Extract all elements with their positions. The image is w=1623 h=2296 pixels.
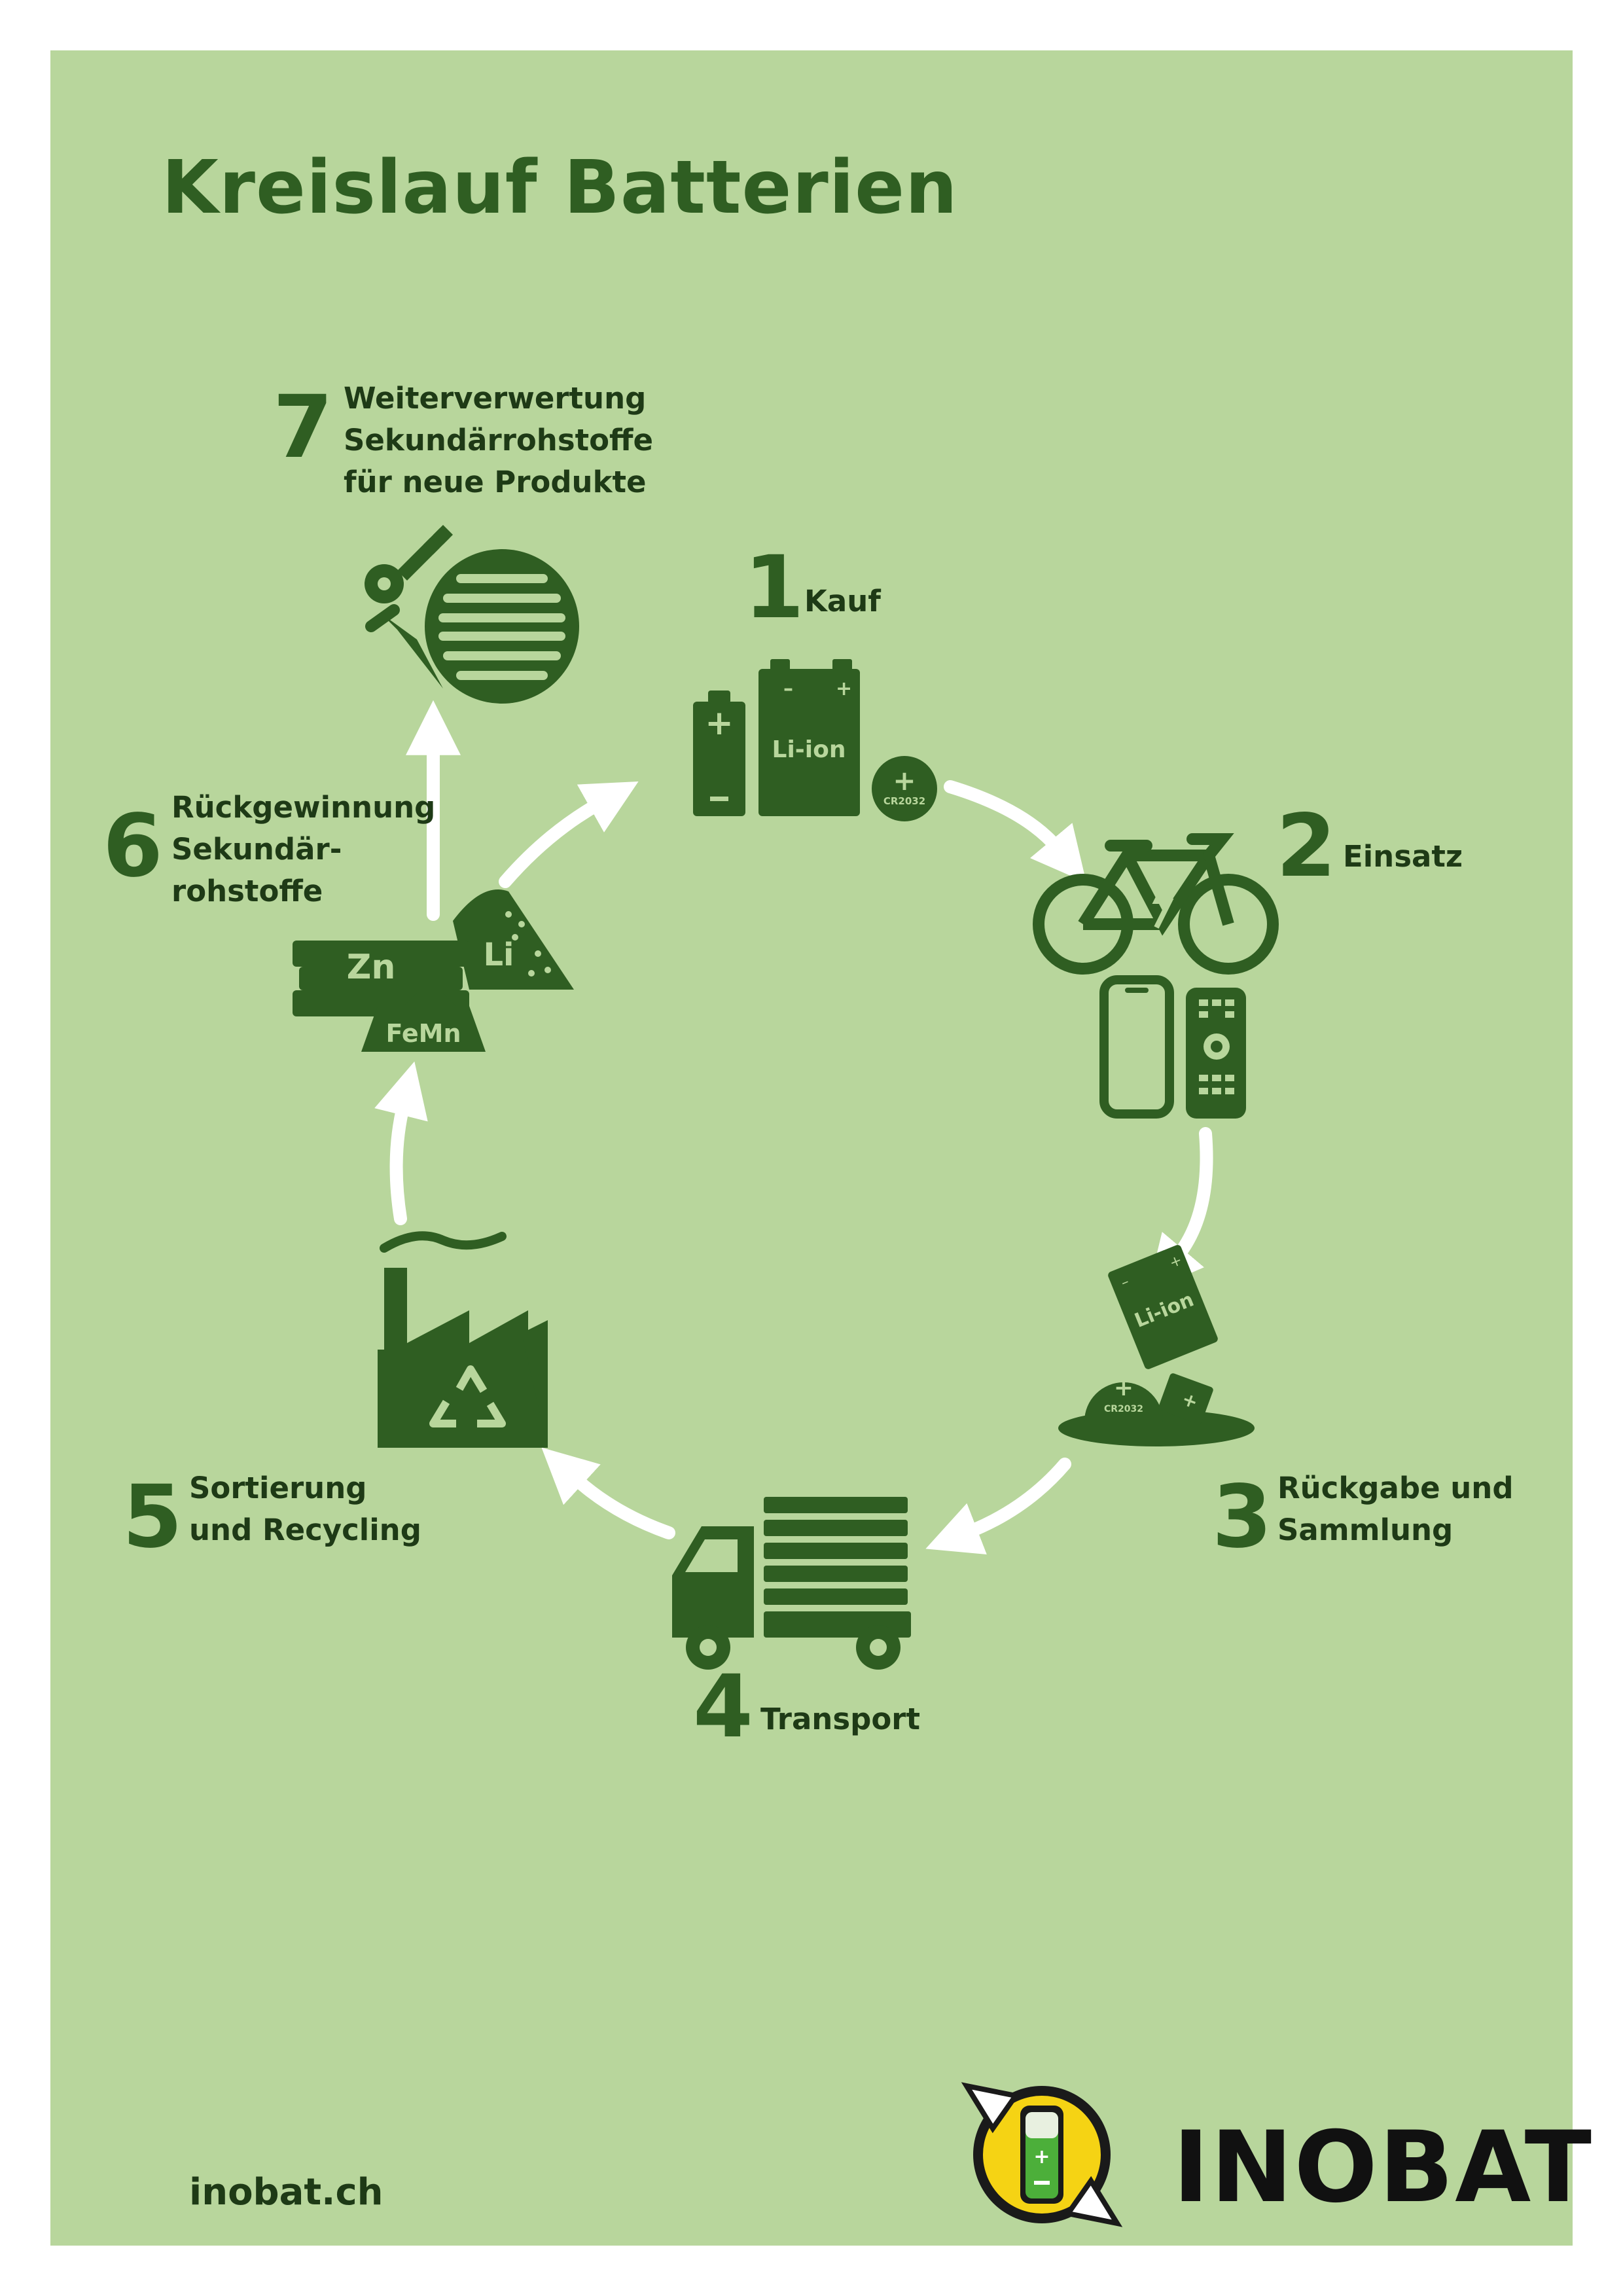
factory-icon [378,1231,548,1448]
step-4-number: 4 [693,1657,753,1757]
step-2-label: Einsatz [1343,836,1463,878]
arrow-4-5 [541,1447,675,1539]
svg-text:+: + [893,764,916,797]
step-5-label-line: Sortierung [189,1471,367,1505]
step-5-number: 5 [122,1467,183,1568]
ingot-icon: Li Zn FeMn [293,889,574,1052]
step-7-label-line: Weiterverwertung [344,381,647,416]
diagram-artwork: + – + Li-ion + CR2032 [293,525,1279,2227]
arrow-6-1 [499,781,639,888]
step-6-label-line: Sekundär- [171,832,342,867]
brand-name: INOBAT [1173,2111,1593,2225]
step-7-number: 7 [273,377,333,478]
svg-text:Li: Li [483,937,514,973]
step-7-label-line: Sekundärrohstoffe [344,423,654,457]
poster: + – + Li-ion + CR2032 [50,50,1592,2246]
svg-text:–: – [783,677,793,700]
svg-text:Li-ion: Li-ion [772,736,846,763]
arrow-3-4 [925,1458,1071,1555]
battery-icon: + – + Li-ion + CR2032 [693,659,937,821]
step-1-number: 1 [744,537,804,638]
step-2-number: 2 [1276,796,1336,897]
step-6-number: 6 [103,796,163,897]
bicycle-icon [1033,833,1279,975]
step-4-label: Transport [760,1698,920,1740]
screw-icon [365,604,443,689]
collection-icon: Li-ion – + + CR2032 + [1058,1245,1255,1446]
arrow-2-3 [1147,1127,1213,1292]
remote-icon [1186,988,1246,1119]
step-1-label: Kauf [804,581,881,622]
step-3-label: Rückgabe und Sammlung [1277,1467,1514,1551]
arrow-1-2 [944,780,1087,883]
svg-text:FeMn: FeMn [385,1019,461,1048]
step-6-label: Rückgewinnung Sekundär- rohstoffe [171,787,435,912]
cycle-arrows [374,700,1213,1555]
step-3-label-line: Sammlung [1277,1513,1454,1547]
truck-icon [672,1497,911,1670]
step-1-label-line: Kauf [804,584,881,619]
website-link[interactable]: inobat.ch [189,2171,383,2214]
step-3-label-line: Rückgabe und [1277,1471,1514,1505]
key-icon [365,525,453,603]
svg-text:CR2032: CR2032 [883,795,925,807]
step-6-label-line: rohstoffe [171,874,323,908]
arrow-5-6 [374,1061,428,1225]
step-6-label-line: Rückgewinnung [171,790,436,825]
phone-icon [1099,975,1174,1119]
step-5-label-line: und Recycling [189,1513,421,1547]
svg-text:+: + [836,677,852,700]
recycle-icon [429,1365,506,1427]
step-7-label-line: für neue Produkte [344,465,647,499]
step-5-label: Sortierung und Recycling [189,1467,421,1551]
inobat-logo-icon: + [961,2082,1123,2227]
svg-text:CR2032: CR2032 [1104,1404,1143,1414]
svg-text:Zn: Zn [347,948,396,987]
manhole-icon [425,549,579,704]
step-4-label-line: Transport [760,1702,920,1736]
step-3-number: 3 [1212,1467,1272,1568]
step-2-label-line: Einsatz [1343,839,1463,874]
page-title: Kreislauf Batterien [162,145,958,230]
svg-text:+: + [1114,1374,1133,1401]
step-7-label: Weiterverwertung Sekundärrohstoffe für n… [344,378,653,503]
svg-text:+: + [1033,2145,1050,2168]
svg-text:+: + [705,704,734,743]
